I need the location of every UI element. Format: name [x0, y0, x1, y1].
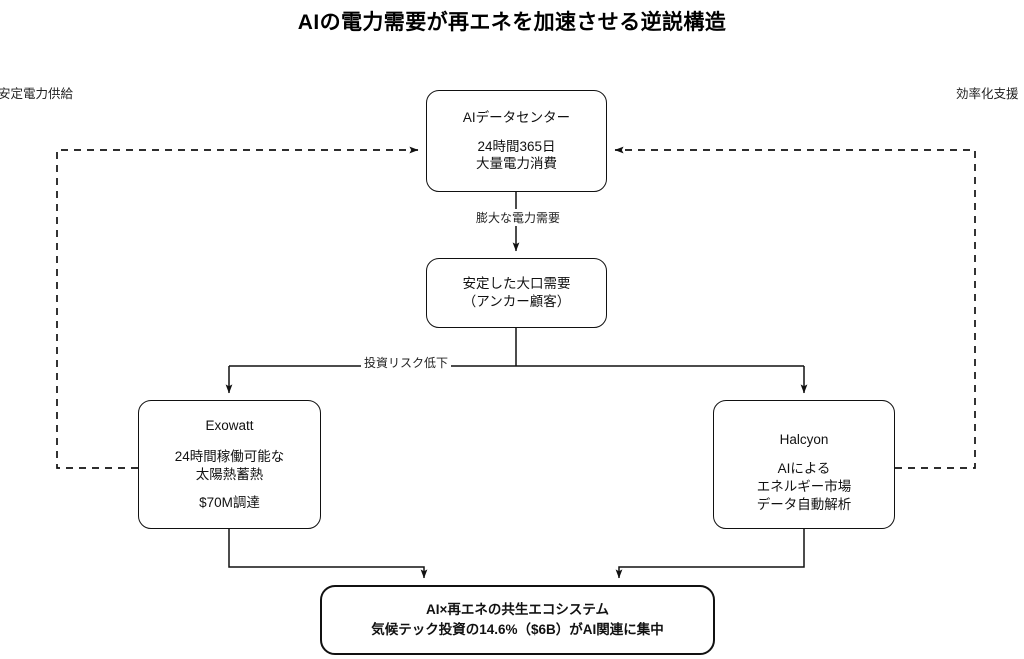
node-ai-datacenter-title: AIデータセンター [462, 109, 571, 125]
edge-halcyon-to-datacenter-dashed [614, 146, 976, 469]
node-exowatt-funding: $70M調達 [199, 495, 260, 511]
node-ai-datacenter-line2: 大量電力消費 [476, 156, 557, 172]
node-exowatt[interactable]: Exowatt 24時間稼働可能な 太陽熱蓄熱 $70M調達 [138, 400, 321, 529]
node-anchor-demand[interactable]: 安定した大口需要 （アンカー顧客） [426, 258, 607, 328]
page-title: AIの電力需要が再エネを加速させる逆説構造 [297, 11, 727, 34]
node-exowatt-line1: 24時間稼働可能な [174, 448, 285, 464]
node-halcyon-line1: AIによる [777, 461, 831, 477]
edge-exowatt-to-outcome [228, 529, 428, 579]
node-halcyon-content: Halcyon AIによる エネルギー市場 データ自動解析 [757, 431, 852, 514]
node-outcome-line2: 気候テック投資の14.6%（$6B）がAI関連に集中 [371, 622, 664, 637]
node-ai-datacenter[interactable]: AIデータセンター 24時間365日 大量電力消費 [426, 90, 607, 192]
edge-anchor-to-branch [225, 328, 808, 394]
node-ai-datacenter-line1: 24時間365日 [477, 138, 556, 154]
label-efficiency-support: 効率化支援 [956, 87, 1019, 101]
node-exowatt-title: Exowatt [205, 417, 254, 433]
edge-exowatt-to-datacenter-dashed [56, 146, 419, 469]
node-outcome-line1: AI×再エネの共生エコシステム [426, 602, 609, 618]
spacer [757, 449, 852, 460]
node-anchor-demand-line2: （アンカー顧客） [462, 294, 571, 309]
node-halcyon-title: Halcyon [779, 432, 829, 448]
node-halcyon-line2: エネルギー市場 [756, 479, 852, 494]
edge-label-power-demand: 膨大な電力需要 [473, 209, 564, 226]
node-anchor-demand-line1: 安定した大口需要 [462, 276, 571, 292]
node-halcyon-line3: データ自動解析 [756, 496, 852, 512]
node-halcyon[interactable]: Halcyon AIによる エネルギー市場 データ自動解析 [713, 400, 895, 529]
label-stable-power-supply: 安定電力供給 [0, 87, 74, 101]
edge-halcyon-to-outcome [615, 529, 805, 579]
node-exowatt-line2: 太陽熱蓄熱 [195, 466, 264, 482]
node-outcome[interactable]: AI×再エネの共生エコシステム 気候テック投資の14.6%（$6B）がAI関連に… [320, 585, 715, 655]
edge-label-investment-risk: 投資リスク低下 [361, 354, 452, 371]
